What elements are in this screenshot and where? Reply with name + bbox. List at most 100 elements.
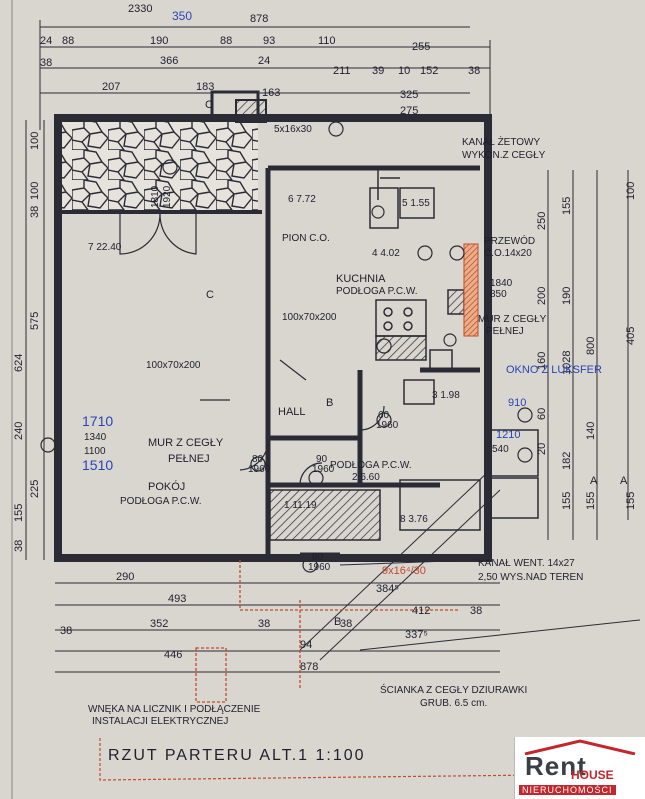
- svg-text:155: 155: [561, 197, 573, 215]
- svg-text:1810: 1810: [150, 185, 161, 208]
- roof-icon: [524, 739, 636, 755]
- svg-text:190: 190: [150, 35, 168, 47]
- right-dimension-lines: [547, 170, 629, 540]
- svg-text:1 11.19: 1 11.19: [284, 500, 317, 511]
- svg-text:405: 405: [625, 327, 637, 345]
- svg-text:1210: 1210: [496, 429, 520, 441]
- svg-text:152: 152: [420, 65, 438, 77]
- svg-text:1840: 1840: [490, 278, 513, 289]
- svg-text:1960: 1960: [308, 562, 331, 573]
- svg-text:200: 200: [536, 287, 548, 305]
- svg-text:1960: 1960: [376, 420, 399, 431]
- svg-text:163: 163: [262, 87, 280, 99]
- svg-text:100: 100: [29, 132, 41, 150]
- svg-text:240: 240: [13, 422, 25, 440]
- svg-text:540: 540: [492, 444, 509, 455]
- svg-text:878: 878: [300, 661, 318, 673]
- logo-nieruchomosci: NIERUCHOMOŚCI: [519, 785, 616, 795]
- svg-text:A: A: [620, 475, 628, 487]
- room-labels: MUR Z CEGŁY PEŁNEJ POKÓJ PODŁOGA P.C.W. …: [88, 135, 583, 727]
- bottom-dims: 290 493 352 446 38 38 94 878 384⁵ 412 33…: [60, 571, 482, 673]
- svg-text:B: B: [326, 397, 333, 409]
- svg-text:C: C: [205, 99, 213, 111]
- svg-text:624: 624: [13, 354, 25, 372]
- pion-label: PION C.O.: [282, 233, 330, 244]
- svg-text:1340: 1340: [84, 432, 107, 443]
- drawing-title: RZUT PARTERU ALT.1 1:100: [108, 747, 366, 764]
- svg-text:88: 88: [220, 35, 232, 47]
- svg-text:1960: 1960: [312, 464, 335, 475]
- left-dims: 100 38 100 575 624 240 225 155 38: [13, 132, 41, 552]
- pokoj-label: POKÓJ: [148, 480, 185, 493]
- svg-text:24: 24: [40, 35, 52, 47]
- svg-text:446: 446: [164, 649, 182, 661]
- svg-text:80: 80: [252, 454, 264, 465]
- kanal-top-label: KANAŁ ŻETOWY: [462, 135, 540, 148]
- svg-text:10: 10: [398, 65, 410, 77]
- svg-text:182: 182: [561, 452, 573, 470]
- outer-walls: [54, 114, 492, 562]
- rent-house-logo: Rent HOUSE NIERUCHOMOŚCI: [514, 737, 645, 799]
- svg-text:38: 38: [60, 625, 72, 637]
- svg-text:850: 850: [490, 289, 507, 300]
- svg-text:OKNO Z LUKSFER: OKNO Z LUKSFER: [506, 364, 602, 376]
- svg-text:24: 24: [258, 55, 270, 67]
- svg-text:290: 290: [116, 571, 134, 583]
- svg-text:155: 155: [625, 492, 637, 510]
- dim-cut-blue: 350: [172, 9, 192, 23]
- svg-text:38: 38: [340, 618, 352, 630]
- svg-text:211: 211: [333, 65, 351, 77]
- kuchnia-label: KUCHNIA: [336, 273, 386, 285]
- kanal-went-label: KANAŁ WENT. 14x27: [478, 558, 575, 569]
- red-notes: [195, 560, 460, 703]
- pokoj-floor: PODŁOGA P.C.W.: [120, 496, 202, 507]
- chimney-flue: [463, 243, 479, 337]
- dim-row-3: 207 183 163 325 275: [102, 81, 418, 117]
- svg-text:190: 190: [561, 287, 573, 305]
- svg-text:93: 93: [263, 35, 275, 47]
- svg-text:100x70x200: 100x70x200: [146, 360, 201, 371]
- svg-text:38: 38: [468, 65, 480, 77]
- svg-text:575: 575: [29, 312, 41, 330]
- svg-text:3 1.98: 3 1.98: [432, 390, 460, 401]
- svg-text:38: 38: [258, 618, 270, 630]
- svg-text:275: 275: [400, 105, 418, 117]
- svg-text:366: 366: [160, 55, 178, 67]
- svg-text:A: A: [590, 475, 598, 487]
- mur-label-1b: PEŁNEJ: [168, 453, 210, 465]
- svg-text:94: 94: [300, 639, 312, 651]
- dim-total: 878: [250, 13, 268, 25]
- svg-text:255: 255: [412, 41, 430, 53]
- svg-text:1920: 1920: [162, 185, 173, 208]
- svg-text:325: 325: [400, 89, 418, 101]
- svg-text:1100: 1100: [84, 446, 106, 457]
- wneka-label: WNĘKA NA LICZNIK I PODŁĄCZENIE: [88, 704, 261, 715]
- room-codes: 7 22.40 6 7.72 5 1.55 4 4.02 3 1.98 2 6.…: [82, 99, 628, 628]
- svg-text:110: 110: [318, 35, 336, 47]
- svg-text:412: 412: [412, 605, 430, 617]
- left-dimension-lines: [25, 120, 45, 560]
- svg-text:160: 160: [536, 352, 548, 370]
- right-dims: 100 405 155 250 155 190 200 800 1028 160…: [536, 182, 637, 510]
- svg-text:1960: 1960: [248, 464, 271, 475]
- svg-text:60: 60: [536, 408, 548, 420]
- svg-text:100: 100: [29, 182, 41, 200]
- svg-text:155: 155: [13, 504, 25, 522]
- svg-text:2 6.60: 2 6.60: [352, 472, 380, 483]
- svg-text:20: 20: [536, 443, 548, 455]
- svg-text:39: 39: [372, 65, 384, 77]
- logo-house: HOUSE: [571, 768, 614, 782]
- hall-label: HALL: [278, 406, 306, 418]
- svg-text:800: 800: [585, 337, 597, 355]
- svg-text:5 1.55: 5 1.55: [402, 198, 430, 209]
- scianka-label-2: GRUB. 6.5 cm.: [420, 698, 487, 709]
- svg-text:384⁵: 384⁵: [376, 583, 399, 595]
- fixtures: [269, 170, 539, 541]
- dim-cut-top: 2330: [128, 3, 152, 15]
- svg-text:6 7.72: 6 7.72: [288, 194, 316, 205]
- svg-text:155: 155: [585, 492, 597, 510]
- ramp-lines: [299, 469, 641, 661]
- svg-text:80: 80: [312, 552, 324, 563]
- svg-text:C: C: [206, 289, 214, 301]
